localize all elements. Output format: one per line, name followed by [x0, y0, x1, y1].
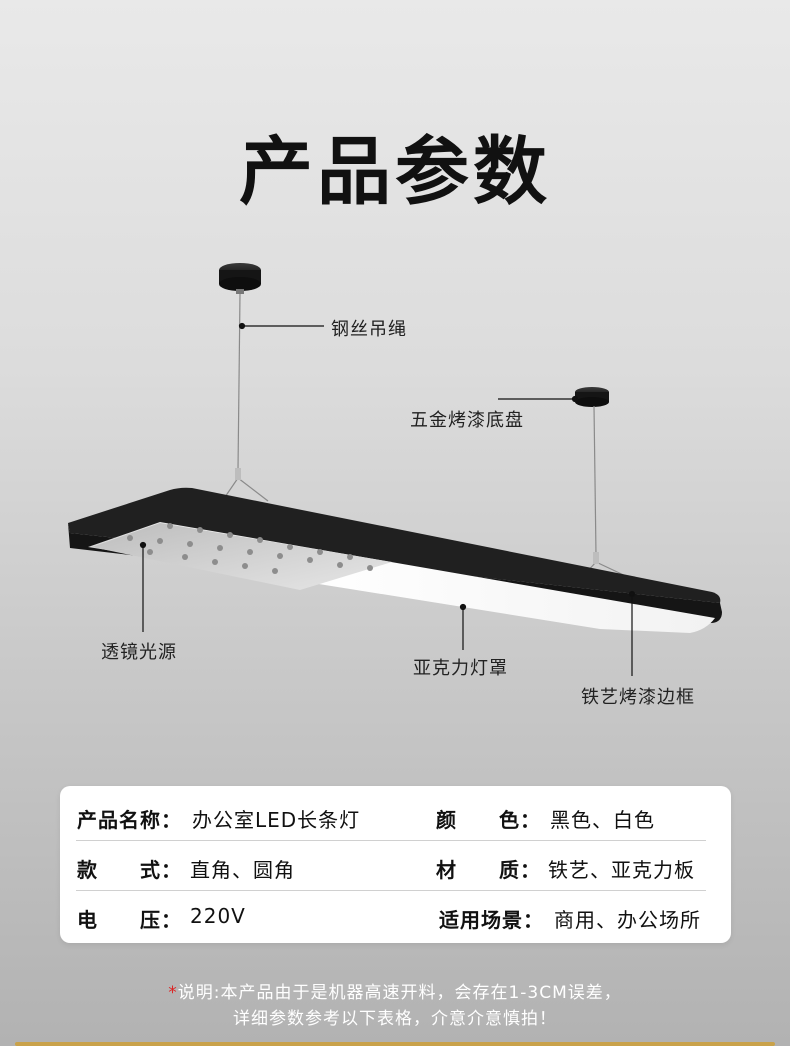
callout-acrylic-cover: 亚克力灯罩 [413, 658, 508, 679]
bottom-accent-bar [15, 1042, 775, 1046]
spec-row: 产品名称： 办公室LED长条灯 颜 色： 黑色、白色 [76, 794, 706, 841]
page-title: 产品参数 [239, 129, 551, 215]
callout-steel-wire: 钢丝吊绳 [331, 319, 407, 340]
style-value: 直角、圆角 [190, 858, 295, 882]
material-label: 材 质： [436, 858, 541, 882]
product-name-value: 办公室LED长条灯 [192, 808, 361, 832]
color-label: 颜 色： [436, 808, 541, 832]
spec-row: 款 式： 直角、圆角 材 质： 铁艺、亚克力板 [76, 844, 706, 891]
disclaimer-text-1: 说明:本产品由于是机器高速开料，会存在1-3CM误差， [177, 983, 622, 1003]
scene-value: 商用、办公场所 [554, 908, 701, 932]
callout-lens-source: 透镜光源 [101, 642, 177, 663]
style-label: 款 式： [77, 858, 182, 882]
right-ceiling-canopy [575, 387, 609, 407]
callout-iron-frame: 铁艺烤漆边框 [581, 687, 695, 708]
led-strip-lamp [68, 487, 722, 633]
product-illustration [68, 263, 722, 676]
asterisk-mark: * [168, 983, 178, 1003]
scene-label: 适用场景： [439, 908, 544, 932]
left-ceiling-canopy [219, 263, 261, 294]
spec-row: 电 压： 220V 适用场景： 商用、办公场所 [76, 894, 706, 940]
callout-lines [139, 322, 636, 676]
callout-base-plate: 五金烤漆底盘 [410, 410, 524, 431]
color-value: 黑色、白色 [550, 808, 655, 832]
spec-table: 产品名称： 办公室LED长条灯 颜 色： 黑色、白色 款 式： 直角、圆角 材 … [60, 786, 731, 943]
product-name-label: 产品名称： [77, 808, 182, 832]
disclaimer-line-1: *说明:本产品由于是机器高速开料，会存在1-3CM误差， [0, 978, 790, 1003]
material-value: 铁艺、亚克力板 [548, 858, 695, 882]
disclaimer-line-2: 详细参数参考以下表格，介意介意慎拍！ [233, 1009, 557, 1029]
voltage-label: 电 压： [77, 908, 182, 932]
voltage-value: 220V [190, 904, 246, 928]
